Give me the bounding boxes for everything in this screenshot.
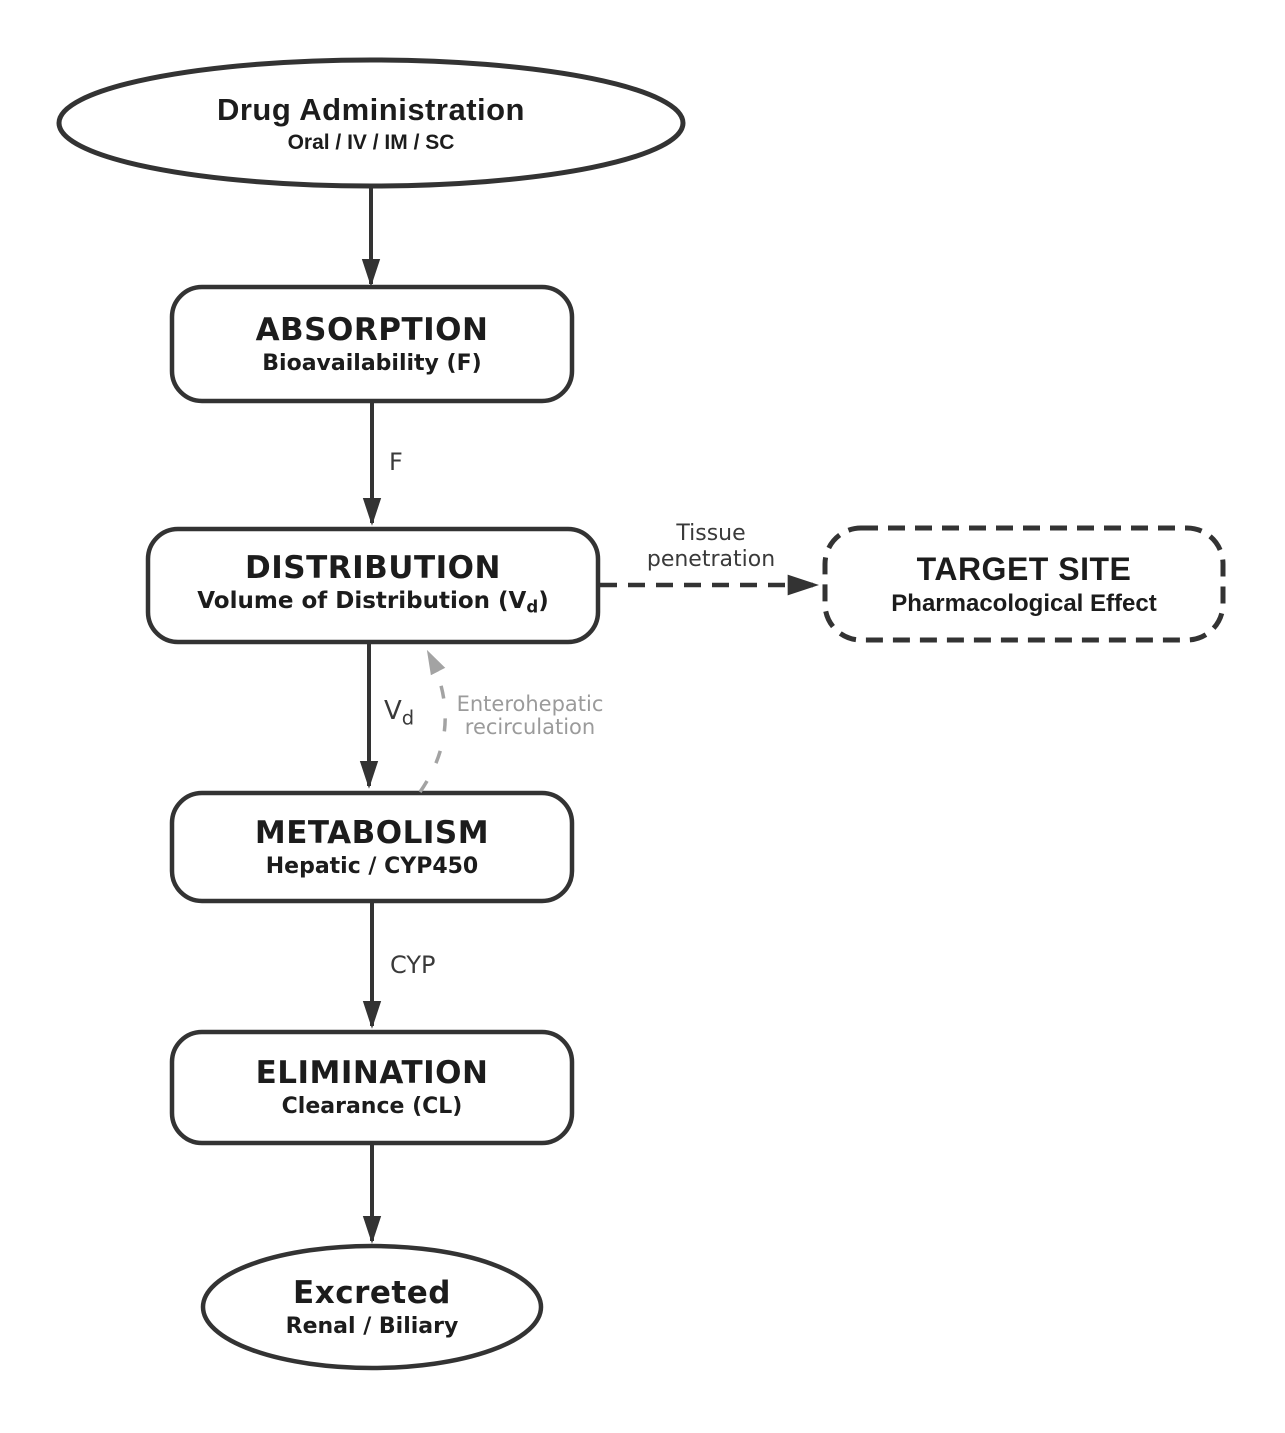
absorption-title: ABSORPTION bbox=[255, 311, 489, 348]
enterohepatic-line2: recirculation bbox=[464, 715, 596, 739]
target-site-title: TARGET SITE bbox=[916, 550, 1132, 587]
elimination-subtitle: Clearance (CL) bbox=[281, 1094, 463, 1119]
edge-label-tissue-penetration: Tissue penetration bbox=[611, 521, 811, 573]
node-distribution: DISTRIBUTION Volume of Distribution (Vd) bbox=[148, 529, 598, 642]
distribution-title: DISTRIBUTION bbox=[245, 550, 501, 587]
tissue-penetration-line1: Tissue bbox=[676, 521, 746, 546]
distribution-subtitle-main: Volume of Distribution (V bbox=[197, 588, 527, 615]
metabolism-subtitle: Hepatic / CYP450 bbox=[265, 853, 479, 879]
tissue-penetration-line2: penetration bbox=[646, 547, 776, 572]
node-target-site: TARGET SITE Pharmacological Effect bbox=[825, 528, 1223, 640]
excreted-subtitle: Renal / Biliary bbox=[285, 1313, 459, 1339]
distribution-subtitle: Volume of Distribution (Vd) bbox=[197, 587, 548, 622]
drug-administration-subtitle: Oral / IV / IM / SC bbox=[287, 130, 455, 154]
metabolism-title: METABOLISM bbox=[254, 814, 490, 851]
edge-label-enterohepatic-recirculation: Enterohepatic recirculation bbox=[430, 693, 630, 739]
excreted-outline bbox=[200, 1243, 544, 1371]
distribution-subtitle-close: ) bbox=[538, 588, 549, 615]
edge-label-vd: Vd bbox=[384, 698, 414, 731]
distribution-subtitle-subscript: d bbox=[526, 597, 539, 617]
node-elimination: ELIMINATION Clearance (CL) bbox=[172, 1032, 572, 1143]
drug-administration-title: Drug Administration bbox=[216, 91, 525, 127]
edge-label-cyp: CYP bbox=[390, 951, 436, 979]
node-drug-administration: Drug Administration Oral / IV / IM / SC bbox=[59, 60, 683, 186]
absorption-subtitle: Bioavailability (F) bbox=[262, 350, 482, 376]
excreted-title: Excreted bbox=[293, 1274, 451, 1311]
target-site-outline bbox=[822, 525, 1226, 643]
elimination-title: ELIMINATION bbox=[255, 1055, 489, 1091]
enterohepatic-line1: Enterohepatic bbox=[456, 692, 604, 716]
edge-label-vd-main: V bbox=[384, 696, 402, 726]
distribution-outline bbox=[145, 526, 601, 645]
node-excreted: Excreted Renal / Biliary bbox=[203, 1246, 541, 1368]
edge-label-bioavailability-f: F bbox=[389, 448, 403, 476]
node-metabolism: METABOLISM Hepatic / CYP450 bbox=[172, 793, 572, 901]
edge-label-vd-subscript: d bbox=[401, 706, 415, 730]
arrow-enterohepatic-recirculation bbox=[418, 649, 447, 793]
node-absorption: ABSORPTION Bioavailability (F) bbox=[172, 287, 572, 401]
target-site-subtitle: Pharmacological Effect bbox=[891, 589, 1157, 617]
